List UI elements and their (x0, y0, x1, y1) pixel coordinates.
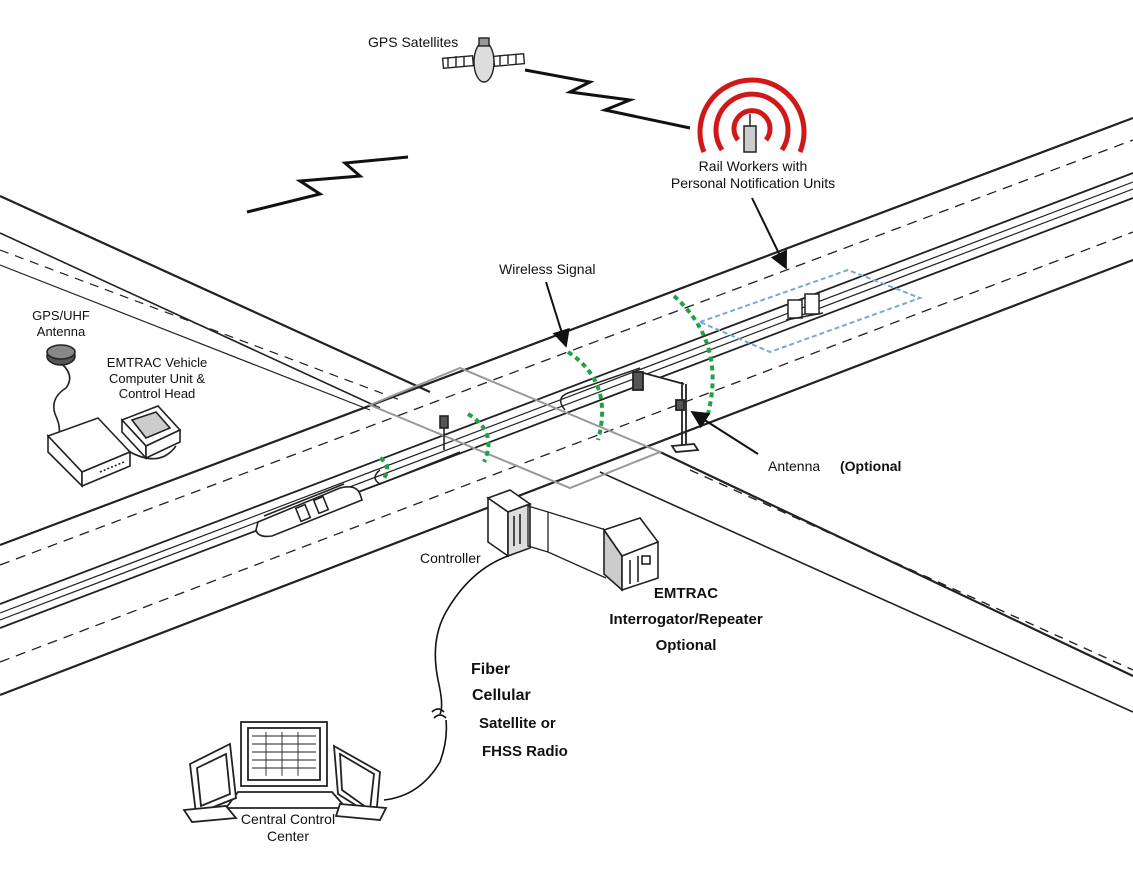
intersection-zone (367, 366, 663, 490)
label-wireless-signal: Wireless Signal (499, 261, 596, 277)
label-emtrac-vehicle-line2: Computer Unit & (108, 370, 206, 386)
wireless-signal-arcs (378, 294, 715, 480)
label-rail-workers-line1: Rail Workers with (698, 158, 808, 174)
signal-pole-icon (439, 415, 449, 450)
controller-cabinet-icon (486, 489, 532, 558)
gps-uhf-antenna-icon (46, 344, 76, 366)
label-central-control: Central Control Center (228, 811, 348, 845)
cross-road (0, 194, 1133, 713)
interrogator-repeater-icon (602, 517, 660, 592)
label-gps-satellites: GPS Satellites (368, 34, 459, 50)
vehicle-computer-unit-icon (46, 417, 132, 488)
label-controller: Controller (420, 550, 481, 566)
control-head-icon (120, 405, 182, 461)
monitor-icon (182, 742, 388, 823)
label-gps-uhf-line2: Antenna (36, 323, 86, 339)
label-central-line1: Central Control (240, 811, 336, 827)
label-rail-workers: Rail Workers with Personal Notification … (660, 158, 846, 192)
label-satellite-or: Satellite or (479, 715, 556, 732)
rail-worker-beacon-icon (697, 77, 807, 153)
label-emtrac-interrogator: EMTRAC Interrogator/Repeater Optional (596, 581, 776, 659)
label-gps-uhf-antenna: GPS/UHF Antenna (30, 308, 92, 339)
label-fhss-radio: FHSS Radio (482, 743, 568, 760)
main-road (0, 116, 1133, 697)
work-zone (697, 268, 923, 354)
label-emtrac-line1: EMTRAC (653, 585, 719, 602)
antenna-pole-icon (632, 370, 700, 453)
label-antenna-optional: (Optional (840, 458, 902, 474)
light-rail-train-icon (255, 483, 363, 538)
rail-workers-icon (785, 293, 824, 321)
label-central-line2: Center (266, 827, 310, 844)
label-interrogator-line2: Interrogator/Repeater (609, 611, 763, 628)
label-optional-line3: Optional (655, 637, 717, 654)
comm-cable (383, 555, 509, 801)
label-emtrac-vehicle: EMTRAC Vehicle Computer Unit & Control H… (96, 355, 218, 402)
satellite-icon (441, 37, 526, 83)
cable-break-icon (431, 708, 447, 719)
interrogator-callout (527, 505, 607, 579)
label-emtrac-vehicle-line3: Control Head (118, 386, 196, 402)
label-antenna: Antenna (768, 458, 821, 474)
label-fiber: Fiber (471, 661, 511, 678)
workstation-icon (224, 721, 348, 809)
satellite-links (246, 68, 691, 214)
label-arrows (545, 197, 788, 455)
label-cellular: Cellular (472, 687, 531, 704)
antenna-cable (53, 363, 71, 441)
label-rail-workers-line2: Personal Notification Units (670, 174, 836, 191)
label-emtrac-vehicle-line1: EMTRAC Vehicle (106, 355, 208, 370)
personal-unit-icon (743, 114, 757, 153)
label-gps-uhf-line1: GPS/UHF (32, 308, 90, 323)
